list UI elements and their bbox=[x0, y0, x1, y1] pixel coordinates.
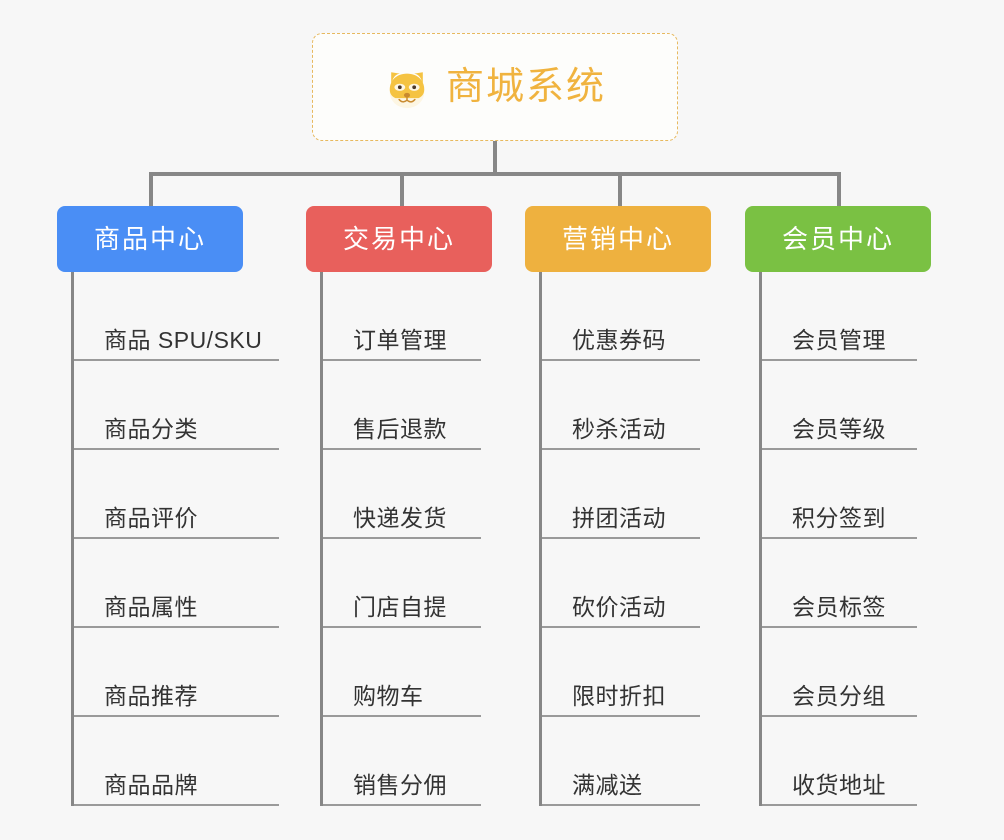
branch-marketing-center: 营销中心 优惠券码 秒杀活动 拼团活动 砍价活动 限时折扣 满减送 bbox=[525, 206, 711, 806]
list-item[interactable]: 售后退款 bbox=[323, 361, 481, 450]
list-item[interactable]: 商品评价 bbox=[74, 450, 279, 539]
list-item[interactable]: 快递发货 bbox=[323, 450, 481, 539]
category-box-product-center[interactable]: 商品中心 bbox=[57, 206, 243, 272]
list-item[interactable]: 会员标签 bbox=[762, 539, 917, 628]
leaf-list-trade-center: 订单管理 售后退款 快递发货 门店自提 购物车 销售分佣 bbox=[320, 272, 492, 806]
leaf-label: 积分签到 bbox=[792, 504, 886, 531]
leaf-label: 会员管理 bbox=[792, 326, 886, 353]
leaf-list-member-center: 会员管理 会员等级 积分签到 会员标签 会员分组 收货地址 bbox=[759, 272, 931, 806]
leaf-list-product-center: 商品 SPU/SKU 商品分类 商品评价 商品属性 商品推荐 商品品牌 bbox=[71, 272, 279, 806]
connector-drop-3 bbox=[618, 172, 622, 206]
leaf-label: 拼团活动 bbox=[572, 504, 666, 531]
list-item[interactable]: 收货地址 bbox=[762, 717, 917, 806]
connector-drop-4 bbox=[837, 172, 841, 206]
category-box-marketing-center[interactable]: 营销中心 bbox=[525, 206, 711, 272]
leaf-label: 订单管理 bbox=[353, 326, 447, 353]
leaf-label: 销售分佣 bbox=[353, 771, 447, 798]
list-item[interactable]: 订单管理 bbox=[323, 272, 481, 361]
leaf-label: 商品评价 bbox=[104, 504, 198, 531]
list-item[interactable]: 砍价活动 bbox=[542, 539, 700, 628]
category-label: 交易中心 bbox=[342, 224, 455, 254]
root-node[interactable]: 商城系统 bbox=[312, 33, 678, 141]
list-item[interactable]: 会员分组 bbox=[762, 628, 917, 717]
leaf-label: 会员标签 bbox=[792, 593, 886, 620]
leaf-label: 砍价活动 bbox=[572, 593, 666, 620]
leaf-label: 优惠券码 bbox=[572, 326, 666, 353]
leaf-label: 满减送 bbox=[572, 771, 643, 798]
category-box-trade-center[interactable]: 交易中心 bbox=[306, 206, 492, 272]
list-item[interactable]: 会员等级 bbox=[762, 361, 917, 450]
list-item[interactable]: 会员管理 bbox=[762, 272, 917, 361]
leaf-label: 商品 SPU/SKU bbox=[104, 326, 263, 353]
connector-trunk-horizontal bbox=[149, 172, 841, 176]
list-item[interactable]: 商品属性 bbox=[74, 539, 279, 628]
list-item[interactable]: 销售分佣 bbox=[323, 717, 481, 806]
connector-drop-2 bbox=[400, 172, 404, 206]
leaf-label: 限时折扣 bbox=[572, 682, 666, 709]
list-item[interactable]: 满减送 bbox=[542, 717, 700, 806]
dog-face-icon bbox=[389, 72, 425, 109]
leaf-label: 收货地址 bbox=[792, 771, 886, 798]
list-item[interactable]: 商品品牌 bbox=[74, 717, 279, 806]
list-item[interactable]: 限时折扣 bbox=[542, 628, 700, 717]
leaf-label: 门店自提 bbox=[353, 593, 447, 620]
list-item[interactable]: 商品推荐 bbox=[74, 628, 279, 717]
connector-drop-1 bbox=[149, 172, 153, 206]
category-box-member-center[interactable]: 会员中心 bbox=[745, 206, 931, 272]
root-title: 商城系统 bbox=[445, 66, 606, 108]
list-item[interactable]: 积分签到 bbox=[762, 450, 917, 539]
category-label: 商品中心 bbox=[93, 224, 206, 254]
leaf-label: 商品属性 bbox=[104, 593, 198, 620]
leaf-label: 会员分组 bbox=[792, 682, 886, 709]
branch-trade-center: 交易中心 订单管理 售后退款 快递发货 门店自提 购物车 销售分佣 bbox=[306, 206, 492, 806]
leaf-list-marketing-center: 优惠券码 秒杀活动 拼团活动 砍价活动 限时折扣 满减送 bbox=[539, 272, 711, 806]
leaf-label: 商品推荐 bbox=[104, 682, 198, 709]
leaf-label: 购物车 bbox=[353, 682, 424, 709]
category-label: 会员中心 bbox=[781, 224, 894, 254]
list-item[interactable]: 商品分类 bbox=[74, 361, 279, 450]
leaf-label: 秒杀活动 bbox=[572, 415, 666, 442]
branch-member-center: 会员中心 会员管理 会员等级 积分签到 会员标签 会员分组 收货地址 bbox=[745, 206, 931, 806]
list-item[interactable]: 秒杀活动 bbox=[542, 361, 700, 450]
list-item[interactable]: 优惠券码 bbox=[542, 272, 700, 361]
list-item[interactable]: 购物车 bbox=[323, 628, 481, 717]
list-item[interactable]: 门店自提 bbox=[323, 539, 481, 628]
list-item[interactable]: 拼团活动 bbox=[542, 450, 700, 539]
leaf-label: 快递发货 bbox=[353, 504, 447, 531]
leaf-label: 商品品牌 bbox=[104, 771, 198, 798]
connector-trunk-vertical bbox=[493, 141, 497, 174]
leaf-label: 会员等级 bbox=[792, 415, 886, 442]
branch-product-center: 商品中心 商品 SPU/SKU 商品分类 商品评价 商品属性 商品推荐 商品品牌 bbox=[57, 206, 279, 806]
category-label: 营销中心 bbox=[561, 224, 674, 254]
leaf-label: 售后退款 bbox=[353, 415, 447, 442]
list-item[interactable]: 商品 SPU/SKU bbox=[74, 272, 279, 361]
leaf-label: 商品分类 bbox=[104, 415, 198, 442]
